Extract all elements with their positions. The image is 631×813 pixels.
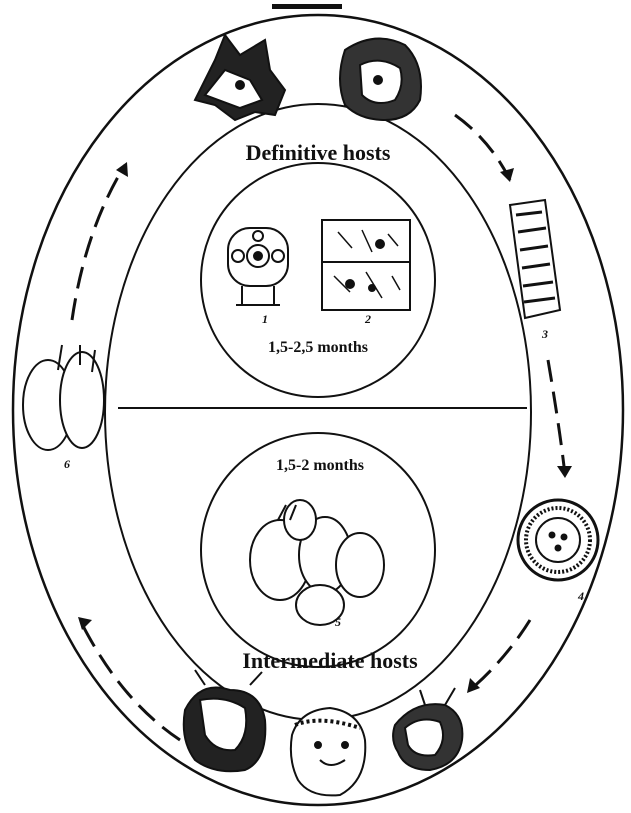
mature-proglottid-icon xyxy=(322,220,410,310)
intermediate-hosts-label: Intermediate hosts xyxy=(242,648,418,673)
arrow-egg-to-hosts xyxy=(470,620,530,690)
arrowhead-5 xyxy=(116,162,128,177)
hydatid-cyst-icon xyxy=(250,500,384,625)
arrow-cyst-to-wolf xyxy=(72,165,125,320)
inner-ellipse xyxy=(105,104,531,720)
egg-icon xyxy=(518,500,598,580)
pig-head-icon xyxy=(393,688,462,770)
cyst-on-organ-icon xyxy=(23,345,104,450)
arrow-segment-to-egg xyxy=(548,360,565,475)
stage-number-1: 1 xyxy=(262,312,268,326)
definitive-period-label: 1,5-2,5 months xyxy=(268,339,368,356)
stage-number-2: 2 xyxy=(364,312,371,326)
definitive-hosts-label: Definitive hosts xyxy=(246,140,391,165)
top-mark xyxy=(272,4,342,9)
stage-number-3: 3 xyxy=(541,327,548,341)
intermediate-period-label: 1,5-2 months xyxy=(276,457,364,474)
sheep-head-icon xyxy=(291,708,365,795)
stage-number-5: 5 xyxy=(335,615,341,629)
wolf-head-icon xyxy=(195,35,285,120)
arrowhead-1 xyxy=(500,168,514,182)
stage-number-4: 4 xyxy=(577,589,584,603)
cow-head-icon xyxy=(184,670,266,771)
dog-head-icon xyxy=(340,39,421,120)
cycle-arrows xyxy=(72,115,565,740)
arrow-dog-to-segment xyxy=(455,115,510,180)
arrowhead-2 xyxy=(557,466,572,478)
stage-number-6: 6 xyxy=(64,457,70,471)
arrowhead-3 xyxy=(467,678,480,693)
scolex-icon xyxy=(228,228,288,305)
